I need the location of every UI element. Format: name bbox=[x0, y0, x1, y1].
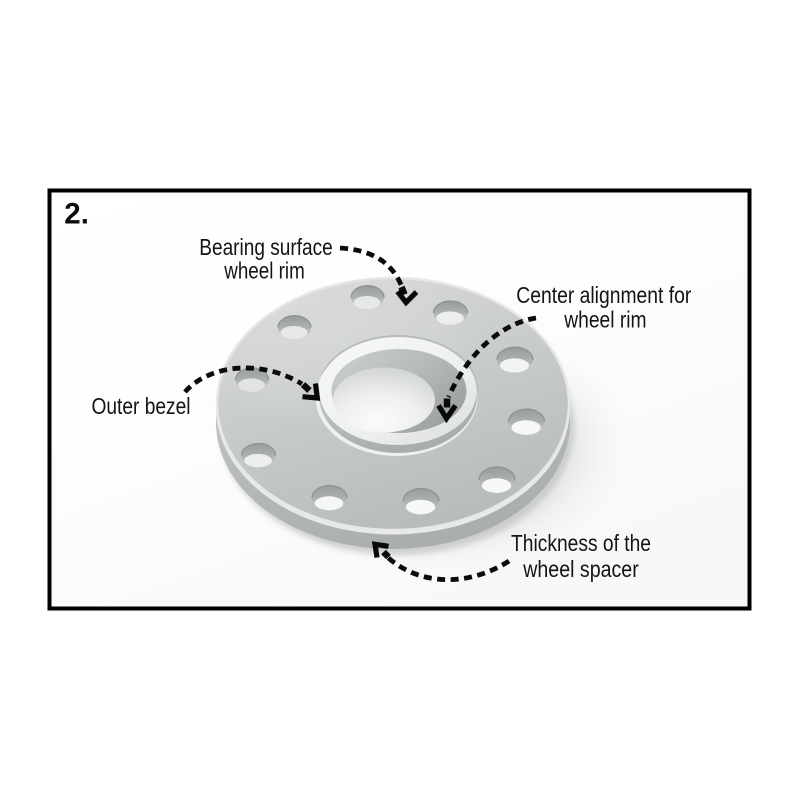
svg-text:Outer bezel: Outer bezel bbox=[92, 393, 191, 419]
svg-text:Center alignment for: Center alignment for bbox=[516, 282, 691, 308]
svg-text:wheel rim: wheel rim bbox=[563, 307, 646, 333]
svg-text:Bearing surface: Bearing surface bbox=[199, 234, 333, 260]
svg-text:wheel rim: wheel rim bbox=[223, 258, 304, 284]
svg-text:Thickness of the: Thickness of the bbox=[511, 530, 651, 556]
svg-text:2.: 2. bbox=[64, 197, 89, 230]
svg-text:wheel spacer: wheel spacer bbox=[522, 556, 639, 582]
